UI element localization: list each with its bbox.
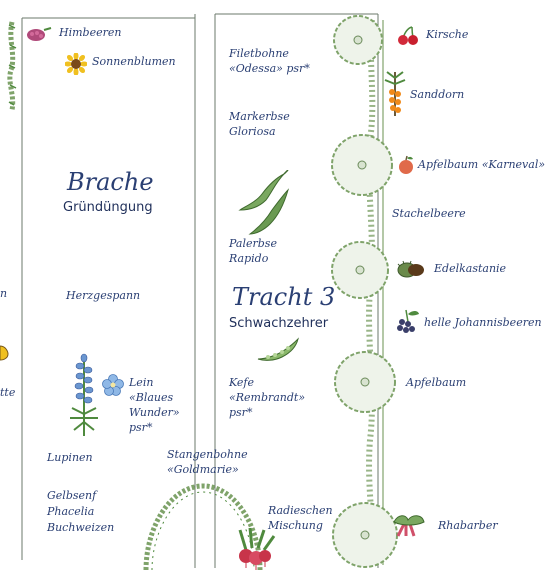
- flax-flower-icon: [102, 374, 124, 396]
- currant-icon: [392, 308, 420, 336]
- label-himbeeren: Himbeeren: [59, 26, 121, 40]
- rhubarb-icon: [392, 512, 426, 538]
- label-sonnenblumen: Sonnenblumen: [92, 55, 176, 69]
- apple-icon: [396, 155, 416, 175]
- label-kefe: Kefe «Rembrandt» psr*: [229, 375, 305, 420]
- cherry-icon: [396, 26, 420, 46]
- label-radieschen: Radieschen Mischung: [268, 503, 333, 533]
- bed-left-subtitle: Gründüngung: [63, 200, 153, 215]
- label-rhabarber: Rhabarber: [438, 519, 498, 533]
- label-apfelbaum: Apfelbaum: [406, 376, 466, 390]
- partial-label-bottom: tte: [0, 386, 15, 400]
- partial-flower-icon: [0, 344, 10, 362]
- bed-center-subtitle: Schwachzehrer: [229, 316, 328, 331]
- label-herzgespann: Herzgespann: [66, 289, 140, 303]
- sea-buckthorn-icon: [383, 70, 407, 118]
- raspberry-icon: [24, 26, 52, 42]
- label-filetbohne: Filetbohne «Odessa» psr*: [229, 46, 310, 76]
- pea-pod-icon: [256, 337, 300, 363]
- label-stachelbeere: Stachelbeere: [392, 207, 466, 221]
- label-apfelbaum-karneval: Apfelbaum «Karneval»: [418, 158, 545, 172]
- bean-pod-icon: [236, 170, 294, 238]
- label-gruenduengung: Gelbsenf Phacelia Buchweizen: [47, 488, 114, 536]
- label-palerbse: Palerbse Rapido: [229, 236, 277, 266]
- label-helle-johannisbeeren: helle Johannisbeeren: [424, 316, 542, 330]
- chestnut-icon: [396, 258, 426, 278]
- sunflower-icon: [65, 53, 87, 75]
- label-lupinen: Lupinen: [47, 451, 93, 465]
- label-stangenbohne: Stangenbohne «Goldmarie»: [167, 447, 248, 477]
- label-markerbse: Markerbse Gloriosa: [229, 109, 290, 139]
- hedge-icon: [9, 22, 16, 110]
- label-lein: Lein «Blaues Wunder» psr*: [129, 375, 180, 435]
- partial-label-top: n: [0, 287, 7, 301]
- bed-left-title: Brache: [67, 168, 154, 196]
- label-sanddorn: Sanddorn: [410, 88, 464, 102]
- lupine-icon: [66, 352, 102, 438]
- label-edelkastanie: Edelkastanie: [434, 262, 506, 276]
- label-kirsche: Kirsche: [426, 28, 468, 42]
- bed-center-title: Tracht 3: [232, 283, 335, 311]
